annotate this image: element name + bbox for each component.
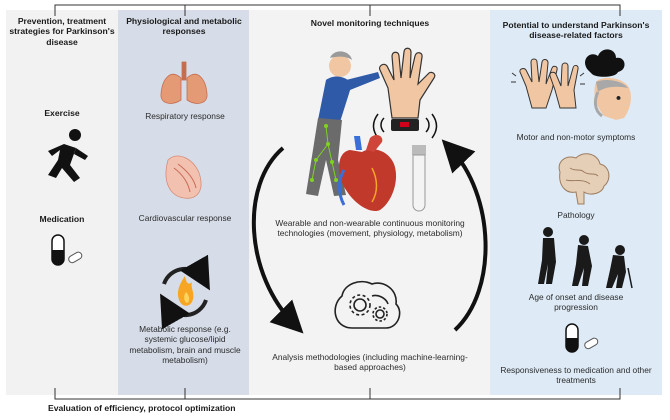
tremor-hands-icon: [511, 58, 585, 109]
responses-title: Physiological and metabolic responses: [126, 16, 242, 37]
hand-sensor-icon: [372, 47, 438, 139]
bottom-bracket: [54, 388, 621, 400]
metabolism-cycle-icon: [160, 254, 210, 330]
progression-label: Age of onset and disease progression: [528, 292, 624, 313]
gear-head-icon: [334, 280, 401, 329]
heart-icon: [165, 155, 202, 199]
prevention-title: Prevention, treatment strategies for Par…: [9, 16, 115, 47]
pathology-label: Pathology: [557, 210, 595, 220]
prevention-column: [6, 10, 118, 395]
footer-label: Evaluation of efficiency, protocol optim…: [48, 403, 236, 413]
heart-icon: [338, 135, 397, 212]
test-tube-icon: [412, 145, 426, 212]
pills-icon: [51, 234, 83, 266]
factors-title: Potential to understand Parkinson's dise…: [502, 20, 650, 41]
analysis-label: Analysis methodologies (including machin…: [272, 352, 468, 373]
exercise-label: Exercise: [44, 108, 80, 118]
running-person-icon: [48, 129, 88, 182]
monitoring-title: Novel monitoring techniques: [310, 18, 430, 28]
metabolic-label: Metabolic response (e.g. systemic glucos…: [129, 324, 241, 365]
cycle-arrow-left: [251, 146, 304, 334]
posture-progression-icon: [538, 227, 633, 289]
symptoms-label: Motor and non-motor symptoms: [516, 132, 636, 142]
wearable-person-icon: [306, 51, 380, 196]
pills-icon: [565, 323, 599, 353]
respiratory-label: Respiratory response: [145, 111, 225, 121]
top-bracket: [54, 4, 621, 16]
cycle-arrow-right: [441, 139, 488, 332]
brain-icon: [558, 153, 610, 205]
head-cloud-icon: [585, 49, 631, 120]
medication-label: Medication: [39, 214, 85, 224]
responsiveness-label: Responsiveness to medication and other t…: [500, 365, 652, 386]
cardiovascular-label: Cardiovascular response: [138, 213, 232, 223]
lungs-icon: [160, 61, 208, 104]
wearable-tech-label: Wearable and non-wearable continuous mon…: [275, 218, 465, 239]
